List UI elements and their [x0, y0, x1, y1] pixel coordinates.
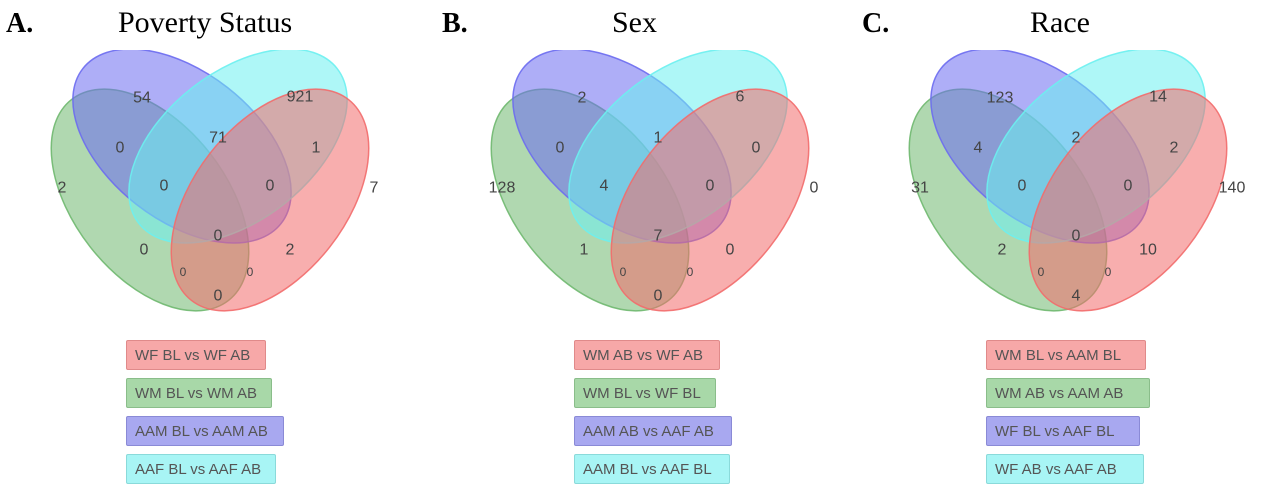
region-count-green-cyan: 2 [998, 242, 1007, 259]
legend-item-red: WM BL vs AAM BL [986, 340, 1146, 370]
legend-item-green: WM BL vs WF BL [574, 378, 716, 408]
region-count-blue-red: 10 [1139, 242, 1157, 259]
region-count-blue-cyan: 1 [654, 130, 663, 147]
panel-letter: A. [6, 8, 34, 39]
region-count-cyan-only: 6 [736, 89, 745, 106]
region-count-green-cyan: 1 [580, 242, 589, 259]
panel-letter: B. [442, 8, 468, 39]
region-count-blue-cyan: 2 [1072, 130, 1081, 147]
ellipse-red [1028, 88, 1228, 312]
panel-title: Race [1030, 6, 1090, 39]
legend-item-cyan: WF AB vs AAF AB [986, 454, 1144, 484]
legend-item-blue: AAM BL vs AAM AB [126, 416, 284, 446]
region-count-blue-red: 2 [286, 242, 295, 259]
region-count-green-blue-red: 0 [1105, 265, 1112, 279]
venn-diagram: 123 14 31 140 4 2 2 0 0 2 10 0 0 0 4 [908, 50, 1246, 312]
legend: WM BL vs AAM BL WM AB vs AAM AB WF BL vs… [986, 340, 1150, 492]
region-count-blue-red: 0 [726, 242, 735, 259]
region-count-green-red: 0 [214, 288, 223, 305]
region-count-all: 0 [1072, 228, 1081, 245]
legend-item-red: WF BL vs WF AB [126, 340, 266, 370]
region-count-blue-only: 54 [133, 90, 151, 107]
legend-item-red: WM AB vs WF AB [574, 340, 720, 370]
region-count-cyan-red: 2 [1170, 140, 1179, 157]
legend-item-green: WM AB vs AAM AB [986, 378, 1150, 408]
region-count-blue-only: 123 [987, 90, 1014, 107]
region-count-green-cyan-red: 0 [1038, 265, 1045, 279]
region-count-green-blue: 0 [116, 140, 125, 157]
region-count-green-red: 0 [654, 288, 663, 305]
region-count-blue-cyan-red: 0 [706, 178, 715, 195]
region-count-red-only: 0 [810, 180, 819, 197]
legend-item-green: WM BL vs WM AB [126, 378, 272, 408]
region-count-red-only: 140 [1219, 180, 1246, 197]
panel-poverty-status: A. Poverty Status 54 921 2 7 0 71 1 0 0 0 2 0 0 0 0 WF… [0, 0, 420, 503]
legend-item-blue: WF BL vs AAF BL [986, 416, 1140, 446]
venn-diagram: 54 921 2 7 0 71 1 0 0 0 2 0 0 0 0 [50, 50, 379, 312]
region-count-green-blue: 0 [556, 140, 565, 157]
panel-race: C. Race 123 14 31 140 4 2 2 0 0 2 10 0 0 0 4 WM BL vs … [858, 0, 1278, 503]
legend-item-cyan: AAF BL vs AAF AB [126, 454, 276, 484]
legend-item-cyan: AAM BL vs AAF BL [574, 454, 730, 484]
region-count-green-cyan: 0 [140, 242, 149, 259]
region-count-green-only: 128 [489, 180, 516, 197]
panel-title: Poverty Status [118, 6, 293, 39]
region-count-green-blue-cyan: 0 [160, 178, 169, 195]
region-count-cyan-only: 921 [287, 89, 314, 106]
region-count-green-cyan-red: 0 [620, 265, 627, 279]
region-count-blue-cyan-red: 0 [1124, 178, 1133, 195]
region-count-green-blue-cyan: 0 [1018, 178, 1027, 195]
legend-item-blue: AAM AB vs AAF AB [574, 416, 732, 446]
region-count-blue-only: 2 [578, 90, 587, 107]
region-count-green-red: 4 [1072, 288, 1081, 305]
region-count-blue-cyan: 71 [209, 130, 227, 147]
region-count-cyan-red: 1 [312, 140, 321, 157]
region-count-green-blue: 4 [974, 140, 983, 157]
region-count-green-blue-red: 0 [687, 265, 694, 279]
panel-letter: C. [862, 8, 890, 39]
region-count-green-blue-cyan: 4 [600, 178, 609, 195]
region-count-green-cyan-red: 0 [180, 265, 187, 279]
ellipse-red [170, 88, 370, 312]
region-count-cyan-only: 14 [1149, 89, 1167, 106]
region-count-all: 0 [214, 228, 223, 245]
region-count-green-blue-red: 0 [247, 265, 254, 279]
region-count-red-only: 7 [370, 180, 379, 197]
region-count-blue-cyan-red: 0 [266, 178, 275, 195]
region-count-all: 7 [654, 228, 663, 245]
venn-diagram: 2 6 128 0 0 1 0 4 0 1 0 7 0 0 0 [489, 50, 819, 312]
region-count-green-only: 31 [911, 180, 929, 197]
legend: WF BL vs WF AB WM BL vs WM AB AAM BL vs … [126, 340, 284, 492]
region-count-cyan-red: 0 [752, 140, 761, 157]
panel-title: Sex [612, 6, 657, 39]
ellipse-red [610, 88, 810, 312]
legend: WM AB vs WF AB WM BL vs WF BL AAM AB vs … [574, 340, 732, 492]
region-count-green-only: 2 [58, 180, 67, 197]
panel-sex: B. Sex 2 6 128 0 0 1 0 4 0 1 0 7 0 0 0 WM AB vs WF AB … [440, 0, 860, 503]
